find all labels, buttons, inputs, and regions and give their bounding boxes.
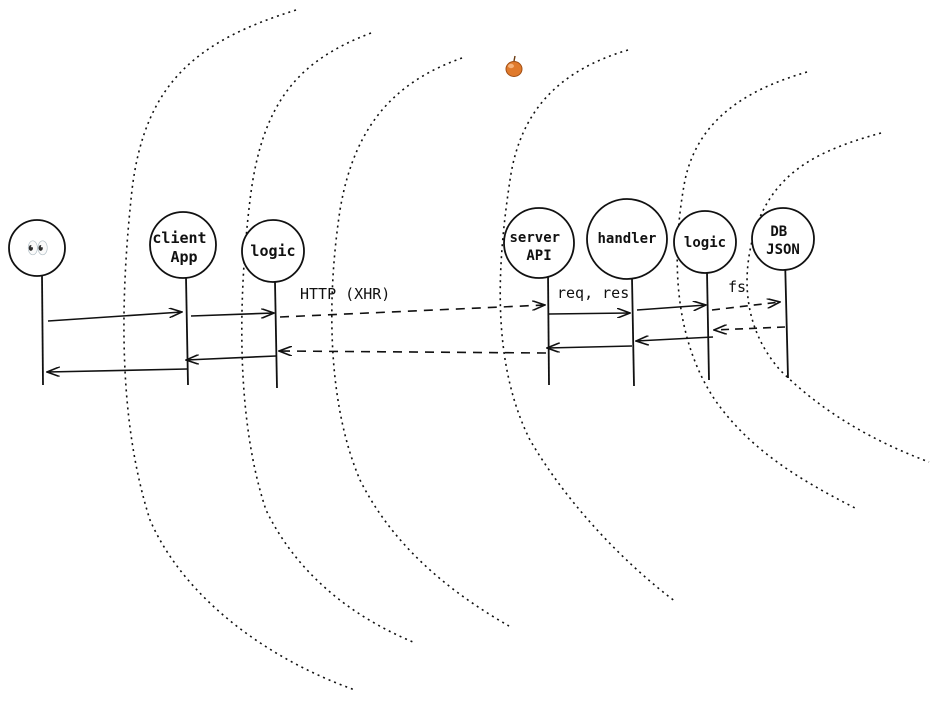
layer-boundary (676, 71, 856, 509)
lifeline-server-logic (706, 271, 710, 381)
node-client-app (149, 211, 217, 279)
arrow-client-app-to-user (47, 369, 188, 372)
arrow-server-logic-to-handler (636, 337, 714, 341)
layer-boundary (123, 9, 356, 691)
lifeline-client-logic (274, 281, 278, 389)
arrow-server-api-to-handler (548, 313, 630, 314)
arrow-client-app-to-client-logic (190, 313, 274, 316)
lifelines (41, 257, 789, 389)
arrow-client-logic-to-server-api (279, 305, 545, 318)
arrow-server-api-to-client-logic (279, 351, 547, 353)
lifeline-handler (631, 277, 635, 387)
node-user-label: 👀 (27, 238, 49, 259)
node-client-logic-label: logic (250, 242, 295, 260)
node-server-logic-label: logic (684, 235, 726, 251)
node-handler-label: handler (597, 231, 656, 247)
layer-boundary (241, 32, 414, 643)
node-client-logic (241, 219, 305, 283)
arrow-handler-to-server-api (547, 346, 633, 348)
edge-label-http: HTTP (XHR) (300, 285, 390, 303)
arrow-user-to-client-app (47, 312, 182, 322)
lifeline-user (41, 274, 44, 386)
node-server-api-label: server API (509, 230, 568, 264)
edge-label-req-res: req, res (557, 284, 629, 302)
lifeline-db-json (784, 257, 789, 379)
node-client-app-label: client App (152, 229, 215, 266)
arrow-handler-to-server-logic (636, 305, 706, 310)
edge-label-fs: fs (728, 278, 746, 296)
arrow-server-logic-to-db-json (711, 302, 780, 311)
arrow-client-logic-to-client-app (186, 356, 277, 360)
node-user (8, 219, 66, 277)
layer-boundary (331, 57, 510, 627)
arrow-db-json-to-server-logic (714, 327, 786, 330)
layer-boundary (499, 49, 677, 603)
layer-boundary (746, 132, 930, 463)
onion-icon (505, 55, 523, 77)
lifeline-server-api (547, 271, 550, 386)
node-db-json-label: DB JSON (766, 224, 800, 258)
node-db-json (751, 207, 815, 271)
node-server-api (503, 207, 575, 279)
layer-boundaries (123, 9, 930, 691)
node-server-logic (673, 210, 737, 274)
lifeline-client-app (185, 276, 189, 386)
node-handler (586, 198, 668, 280)
